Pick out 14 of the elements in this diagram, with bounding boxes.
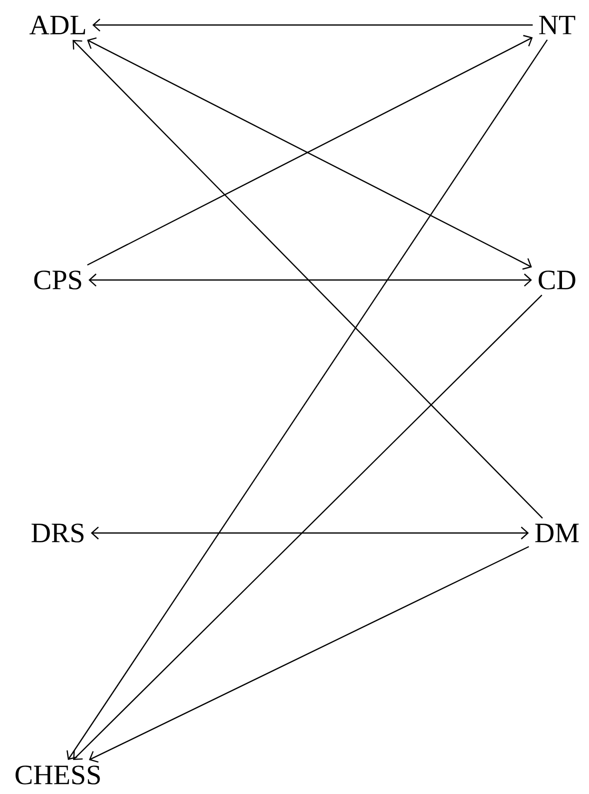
- arrow: [72, 40, 543, 519]
- arrow: [88, 546, 530, 763]
- node-label: DM: [535, 524, 579, 542]
- node-label: DRS: [32, 524, 84, 542]
- node-label: CPS: [34, 270, 82, 290]
- arrow: [90, 526, 529, 540]
- node-label: NT: [539, 16, 576, 34]
- arrow: [88, 274, 532, 286]
- node-label: CHESS: [16, 766, 100, 784]
- arrow: [66, 39, 548, 760]
- node-label: CD: [538, 270, 576, 290]
- arrow: [73, 294, 542, 760]
- arrow: [92, 18, 533, 32]
- node-label: ADL: [30, 16, 86, 34]
